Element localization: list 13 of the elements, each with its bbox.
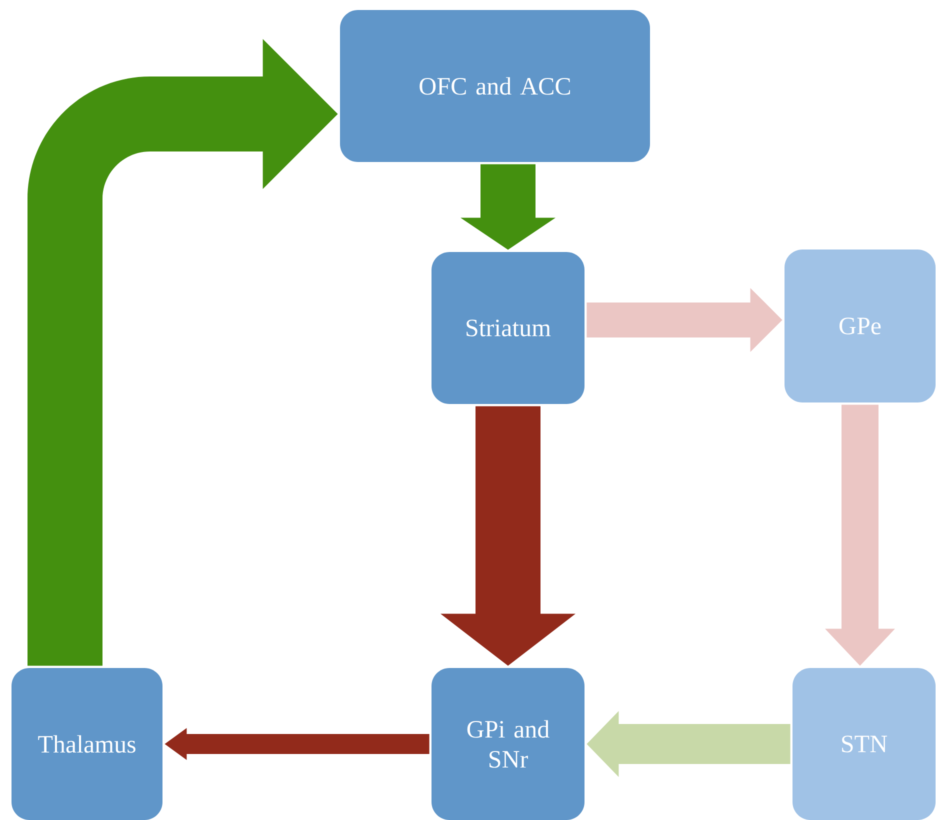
- arrow: [28, 39, 338, 666]
- arrow: [460, 164, 556, 250]
- arrow: [440, 406, 576, 666]
- arrow: [586, 711, 790, 777]
- process-box: STN: [792, 668, 936, 820]
- process-box: GPi and SNr: [432, 668, 584, 820]
- arrow: [586, 288, 782, 352]
- process-box: Thalamus: [12, 668, 162, 820]
- process-box: GPe: [784, 250, 936, 402]
- arrow: [164, 728, 430, 760]
- process-box: OFC and ACC: [340, 10, 650, 162]
- process-box: Striatum: [432, 252, 584, 404]
- arrow: [825, 404, 895, 666]
